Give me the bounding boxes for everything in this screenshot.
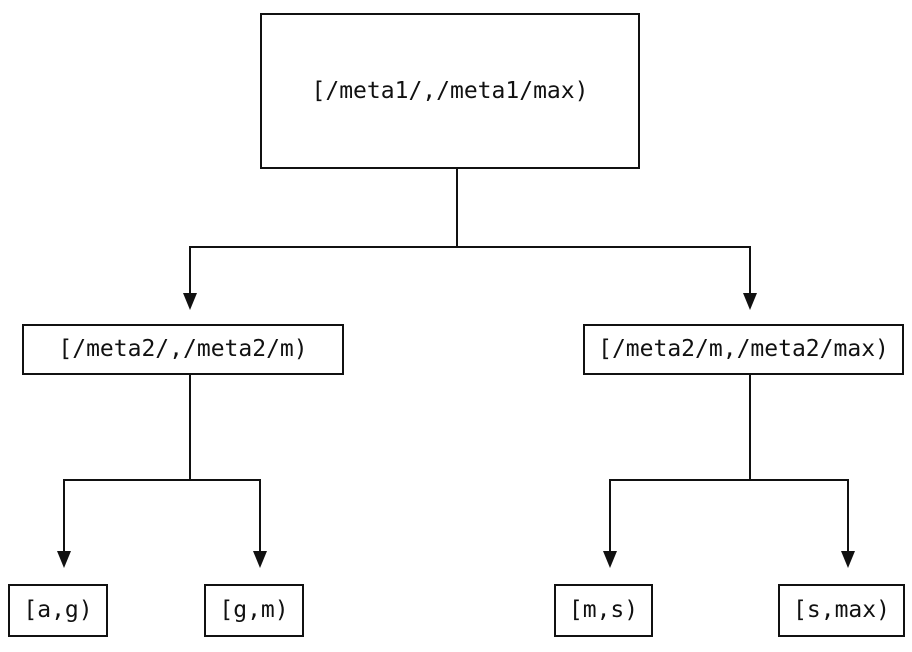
node-mid-right-label: [/meta2/m,/meta2/max) xyxy=(598,336,889,362)
node-mid-right: [/meta2/m,/meta2/max) xyxy=(583,324,904,375)
node-root-label: [/meta1/,/meta1/max) xyxy=(311,77,589,104)
node-leaf-ag: [a,g) xyxy=(8,584,108,637)
node-leaf-ag-label: [a,g) xyxy=(23,597,93,623)
node-leaf-smax-label: [s,max) xyxy=(793,597,890,623)
edge-mid-right-rail xyxy=(609,479,849,481)
node-root: [/meta1/,/meta1/max) xyxy=(260,13,640,169)
edge-mid-right-trunk xyxy=(749,375,751,481)
node-mid-left: [/meta2/,/meta2/m) xyxy=(22,324,344,375)
edge-mid-left-to-leaf-ag xyxy=(63,479,65,553)
edge-root-trunk xyxy=(456,169,458,248)
node-leaf-ms: [m,s) xyxy=(554,584,653,637)
arrow-down-icon xyxy=(183,293,197,310)
arrow-down-icon xyxy=(841,551,855,568)
arrow-down-icon xyxy=(603,551,617,568)
arrow-down-icon xyxy=(253,551,267,568)
arrow-down-icon xyxy=(57,551,71,568)
edge-root-to-mid-left xyxy=(189,246,191,294)
arrow-down-icon xyxy=(743,293,757,310)
node-leaf-ms-label: [m,s) xyxy=(568,597,639,623)
edge-mid-left-to-leaf-gm xyxy=(259,479,261,553)
node-leaf-gm-label: [g,m) xyxy=(219,597,289,623)
node-leaf-gm: [g,m) xyxy=(204,584,304,637)
edge-mid-right-to-leaf-ms xyxy=(609,479,611,553)
edge-root-rail xyxy=(189,246,751,248)
edge-mid-left-rail xyxy=(63,479,261,481)
edge-mid-right-to-leaf-smax xyxy=(847,479,849,553)
node-leaf-smax: [s,max) xyxy=(778,584,905,637)
node-mid-left-label: [/meta2/,/meta2/m) xyxy=(58,336,308,362)
edge-mid-left-trunk xyxy=(189,375,191,481)
edge-root-to-mid-right xyxy=(749,246,751,294)
